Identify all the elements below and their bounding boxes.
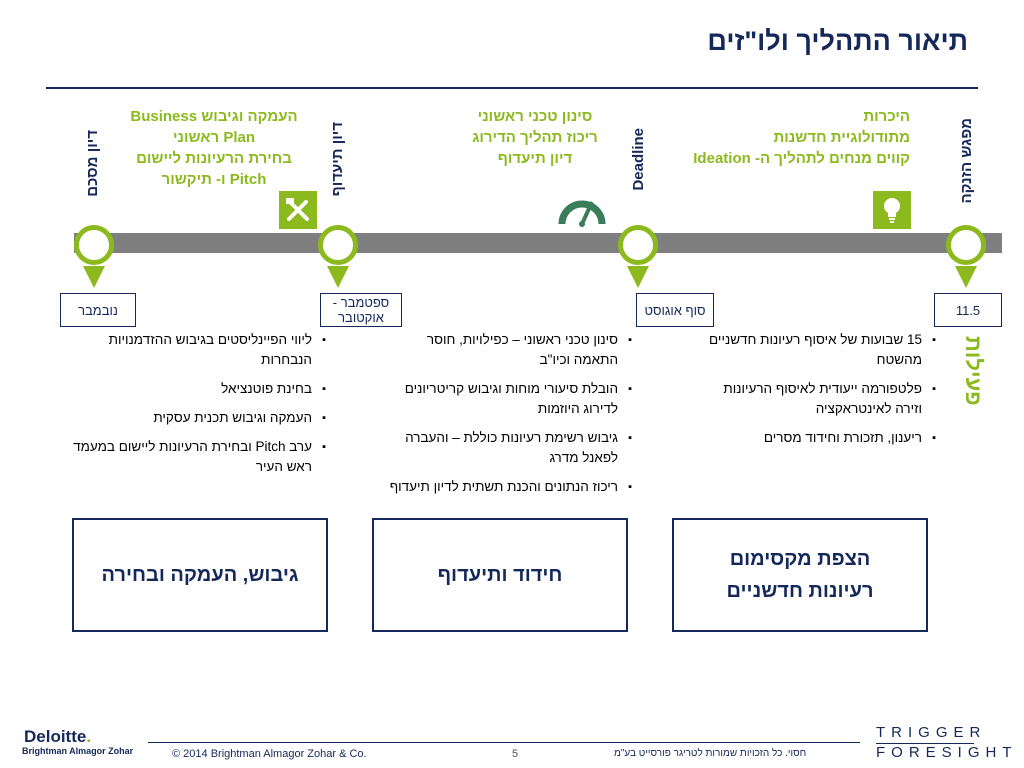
phase-line: קווים מנחים לתהליך ה- Ideation <box>693 150 910 167</box>
down-arrow-icon <box>83 266 105 288</box>
logo-wordmark: Deloitte <box>24 727 87 746</box>
activities-list-ideation: 15 שבועות של איסוף רעיונות חדשניים מהשטח… <box>700 330 936 457</box>
list-item: ערב Pitch ובחירת הרעיונות ליישום במעמד ר… <box>66 437 326 477</box>
outcome-text: הצפת מקסימום רעיונות חדשניים <box>726 548 874 602</box>
phase-line: ריכוז תהליך הדירוג <box>472 129 598 146</box>
page-title: תיאור התהליך ולו"זים <box>707 26 968 56</box>
phase-line: סינון טכני ראשוני <box>477 108 593 125</box>
outcome-text: חידוד ותיעדוף <box>437 564 563 586</box>
date-box-prioritization: ספטמבר - אוקטובר <box>320 293 402 327</box>
timeline-node-kickoff <box>946 225 986 265</box>
milestone-deadline-label: Deadline <box>630 128 647 191</box>
list-item: פלטפורמה ייעודית לאיסוף הרעיונות וזירה ל… <box>700 379 936 419</box>
down-arrow-icon <box>627 266 649 288</box>
phase-line: היכרות <box>863 108 910 125</box>
down-arrow-icon <box>327 266 349 288</box>
tools-icon <box>279 191 317 229</box>
footer-divider <box>148 742 860 743</box>
list-item: הובלת סיעורי מוחות וגיבוש קריטריונים לדי… <box>382 379 632 419</box>
outcome-box-ideation: הצפת מקסימום רעיונות חדשניים <box>672 518 928 632</box>
speedometer-icon <box>556 190 608 228</box>
confidentiality-text: חסוי. כל הזכויות שמורות לטריגר פורסייט ב… <box>614 748 807 759</box>
phase-screening: סינון טכני ראשוני ריכוז תהליך הדירוג דיו… <box>440 106 630 169</box>
list-item: בחינת פוטנציאל <box>66 379 326 399</box>
milestone-kickoff-label: מפגש הזנקה <box>958 118 975 204</box>
lightbulb-icon <box>873 191 911 229</box>
milestone-summary-label: דיון מסכם <box>84 130 101 197</box>
activities-list-screening: סינון טכני ראשוני – כפילויות, חוסר התאמה… <box>382 330 632 506</box>
list-item: 15 שבועות של איסוף רעיונות חדשניים מהשטח <box>700 330 936 370</box>
list-item: העמקה וגיבוש תכנית עסקית <box>66 408 326 428</box>
phase-line: מתודולוגיית חדשנות <box>773 129 911 146</box>
timeline-node-deadline <box>618 225 658 265</box>
brand-logo-foresight: FORESIGHT <box>876 744 1018 761</box>
phase-acquaintance: היכרות מתודולוגיית חדשנות קווים מנחים לת… <box>680 106 910 169</box>
brand-divider <box>876 743 974 744</box>
date-box-kickoff: 11.5 <box>934 293 1002 327</box>
deloitte-logo: Deloitte. <box>24 727 91 747</box>
outcome-text: גיבוש, העמקה ובחירה <box>101 564 299 586</box>
phase-line: בחירת הרעיונות ליישום <box>136 150 292 167</box>
timeline-node-summary <box>74 225 114 265</box>
title-divider <box>46 87 978 89</box>
activities-list-deepening: ליווי הפיינליסטים בגיבוש ההזדמנויות הנבח… <box>66 330 326 486</box>
list-item: ריענון, תזכורת וחידוד מסרים <box>700 428 936 448</box>
milestone-prioritization-label: דיון תיעדוף <box>329 122 346 197</box>
phase-line: Pitch ו- תיקשור <box>161 171 267 188</box>
copyright-text: © 2014 Brightman Almagor Zohar & Co. <box>172 748 367 760</box>
phase-line: דיון תיעדוף <box>497 150 573 167</box>
list-item: גיבוש רשימת רעיונות כוללת – והעברה לפאנל… <box>382 428 632 468</box>
phase-deepening: העמקה וגיבוש Business Plan ראשוני בחירת … <box>108 106 320 190</box>
phase-line: Plan ראשוני <box>172 129 256 146</box>
activities-label: פעילות <box>961 336 986 406</box>
date-box-summary: נובמבר <box>60 293 136 327</box>
outcome-box-selection: גיבוש, העמקה ובחירה <box>72 518 328 632</box>
list-item: ליווי הפיינליסטים בגיבוש ההזדמנויות הנבח… <box>66 330 326 370</box>
list-item: סינון טכני ראשוני – כפילויות, חוסר התאמה… <box>382 330 632 370</box>
outcome-box-prioritization: חידוד ותיעדוף <box>372 518 628 632</box>
logo-subtitle: Brightman Almagor Zohar <box>22 746 134 756</box>
timeline-track <box>74 233 1002 253</box>
phase-line: העמקה וגיבוש Business <box>130 108 298 125</box>
logo-dot: . <box>86 727 92 746</box>
brand-logo-trigger: TRIGGER <box>876 724 987 741</box>
down-arrow-icon <box>955 266 977 288</box>
list-item: ריכוז הנתונים והכנת תשתית לדיון תיעדוף <box>382 477 632 497</box>
date-box-deadline: סוף אוגוסט <box>636 293 714 327</box>
page-number: 5 <box>512 748 519 760</box>
timeline-node-prioritization <box>318 225 358 265</box>
